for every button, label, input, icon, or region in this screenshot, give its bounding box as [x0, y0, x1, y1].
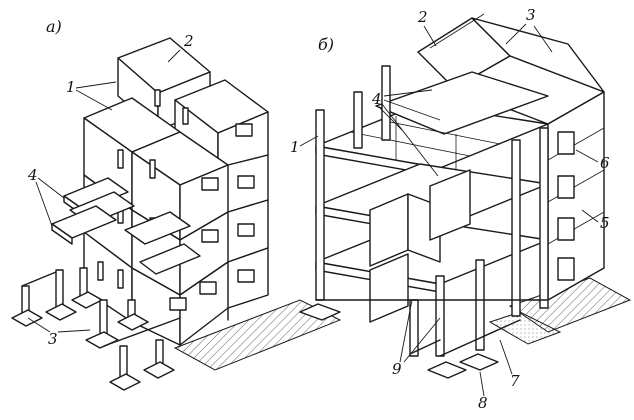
panel-a-caption: а) [46, 17, 62, 36]
panel-b-label-7: 7 [510, 372, 520, 390]
panel-b-labels: б) 2 3 4 1 6 5 9 7 8 [290, 6, 610, 412]
panel-b-building [299, 13, 632, 379]
panel-b-label-1: 1 [290, 138, 300, 156]
panel-a-label-1: 1 [66, 78, 76, 96]
panel-a-label-4: 4 [27, 166, 38, 184]
panel-b-label-8: 8 [478, 394, 488, 412]
panel-b-label-6: 6 [600, 154, 610, 172]
panel-b-label-2: 2 [417, 8, 428, 26]
panel-a-balconies [51, 177, 201, 275]
panel-b-label-9: 9 [392, 360, 402, 378]
panel-a-building [11, 37, 342, 391]
panel-b-label-5: 5 [600, 214, 610, 232]
panel-a-label-2: 2 [183, 32, 194, 50]
panel-a-columns [11, 267, 181, 391]
panel-a-windows [169, 123, 255, 311]
panel-b-columns [299, 65, 549, 379]
panel-b-label-4: 4 [371, 90, 382, 108]
panel-b-label-3: 3 [526, 6, 536, 24]
panel-a-labels: а) 2 1 4 3 [27, 17, 194, 348]
panel-b-caption: б) [318, 35, 334, 54]
panel-a-ground [173, 299, 342, 371]
panel-a-label-3: 3 [48, 330, 58, 348]
